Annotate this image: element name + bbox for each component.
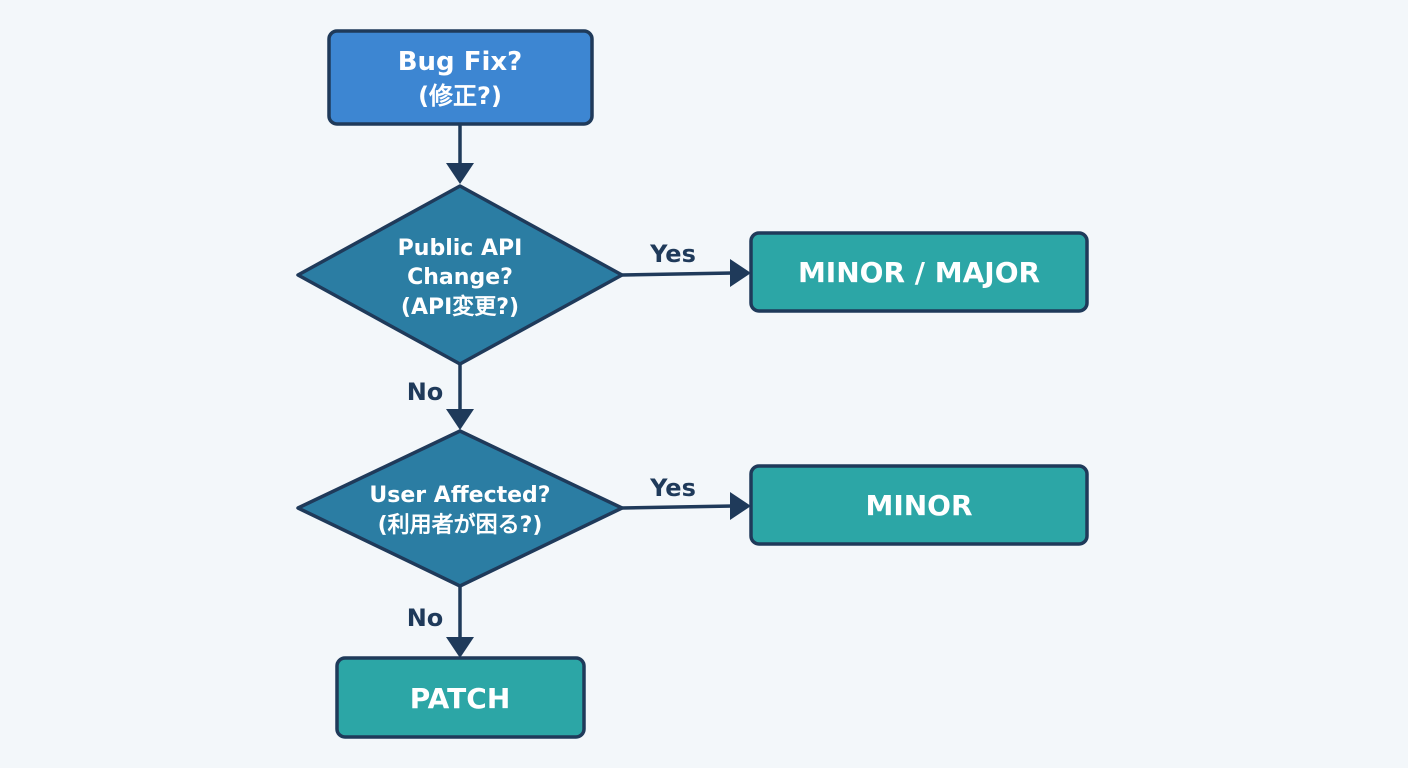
outcome-minor-box (749, 464, 1089, 546)
arrowhead-user-yes (730, 492, 751, 520)
outcome-patch-label: PATCH (410, 682, 511, 715)
edge-label-api-yes: Yes (649, 240, 696, 268)
start-node: Bug Fix? (修正?) (327, 29, 594, 126)
outcome-minor-major: MINOR / MAJOR (749, 231, 1089, 313)
decision-api-change-line1: Public API (398, 236, 523, 261)
outcome-minor: MINOR (749, 464, 1089, 546)
arrowhead-api-no (446, 409, 474, 430)
decision-api-change-line3: (API変更?) (401, 294, 519, 320)
connector-api-yes (621, 271, 734, 277)
decision-user-affected: User Affected? (利用者が困る?) (296, 429, 624, 588)
edge-label-user-yes: Yes (649, 474, 696, 502)
outcome-minor-major-label: MINOR / MAJOR (798, 256, 1040, 289)
arrowhead-user-no (446, 637, 474, 658)
edge-labels: Yes No Yes No (407, 240, 696, 632)
edge-label-api-no: No (407, 378, 444, 406)
decision-api-change-diamond (296, 184, 624, 366)
decision-user-affected-diamond (296, 429, 624, 588)
decision-user-affected-line2: (利用者が困る?) (378, 512, 543, 538)
start-node-box (327, 29, 594, 126)
connectors (446, 124, 751, 658)
outcome-patch: PATCH (335, 656, 586, 739)
edge-label-user-no: No (407, 604, 444, 632)
outcome-minor-label: MINOR (865, 489, 972, 522)
arrowhead-start-to-api (446, 163, 474, 184)
start-node-subtitle: (修正?) (418, 82, 502, 110)
start-node-title: Bug Fix? (398, 47, 523, 77)
arrowhead-api-yes (730, 259, 751, 287)
outcome-patch-box (335, 656, 586, 739)
decision-api-change-line2: Change? (407, 265, 513, 290)
decision-user-affected-line1: User Affected? (369, 483, 550, 508)
connector-user-yes (621, 504, 734, 510)
outcome-minor-major-box (749, 231, 1089, 313)
decision-api-change: Public API Change? (API変更?) (296, 184, 624, 366)
